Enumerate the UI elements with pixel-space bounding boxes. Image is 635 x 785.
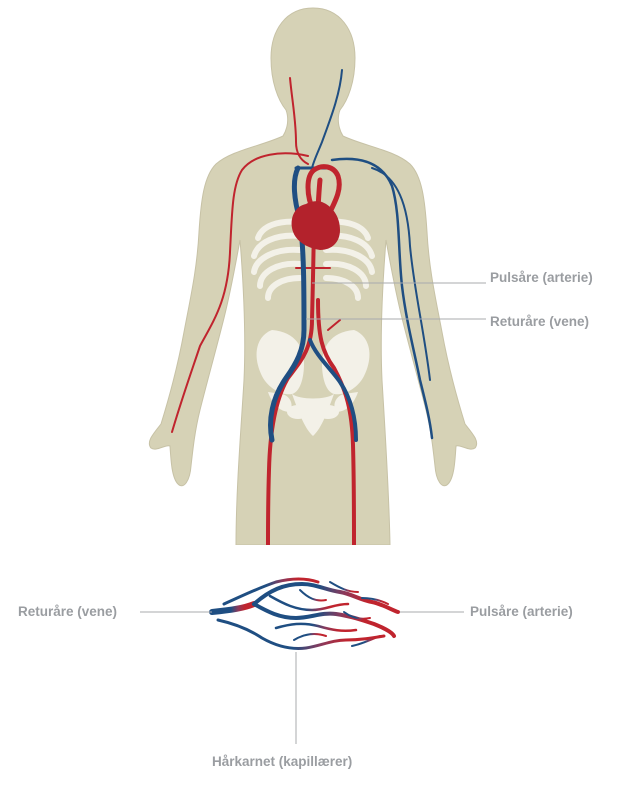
veins xyxy=(268,69,434,443)
capillary-artery-label: Pulsåre (arterie) xyxy=(470,604,573,619)
leader-lines xyxy=(140,282,486,744)
capillary-bed xyxy=(209,577,403,650)
human-body xyxy=(148,7,478,545)
artery-label: Pulsåre (arterie) xyxy=(490,270,593,285)
capillary-label: Hårkarnet (kapillærer) xyxy=(212,754,353,769)
capillary-vein-label: Returåre (vene) xyxy=(18,604,118,619)
vein-label: Returåre (vene) xyxy=(490,314,590,329)
heart xyxy=(291,201,340,250)
pelvis xyxy=(256,330,370,436)
